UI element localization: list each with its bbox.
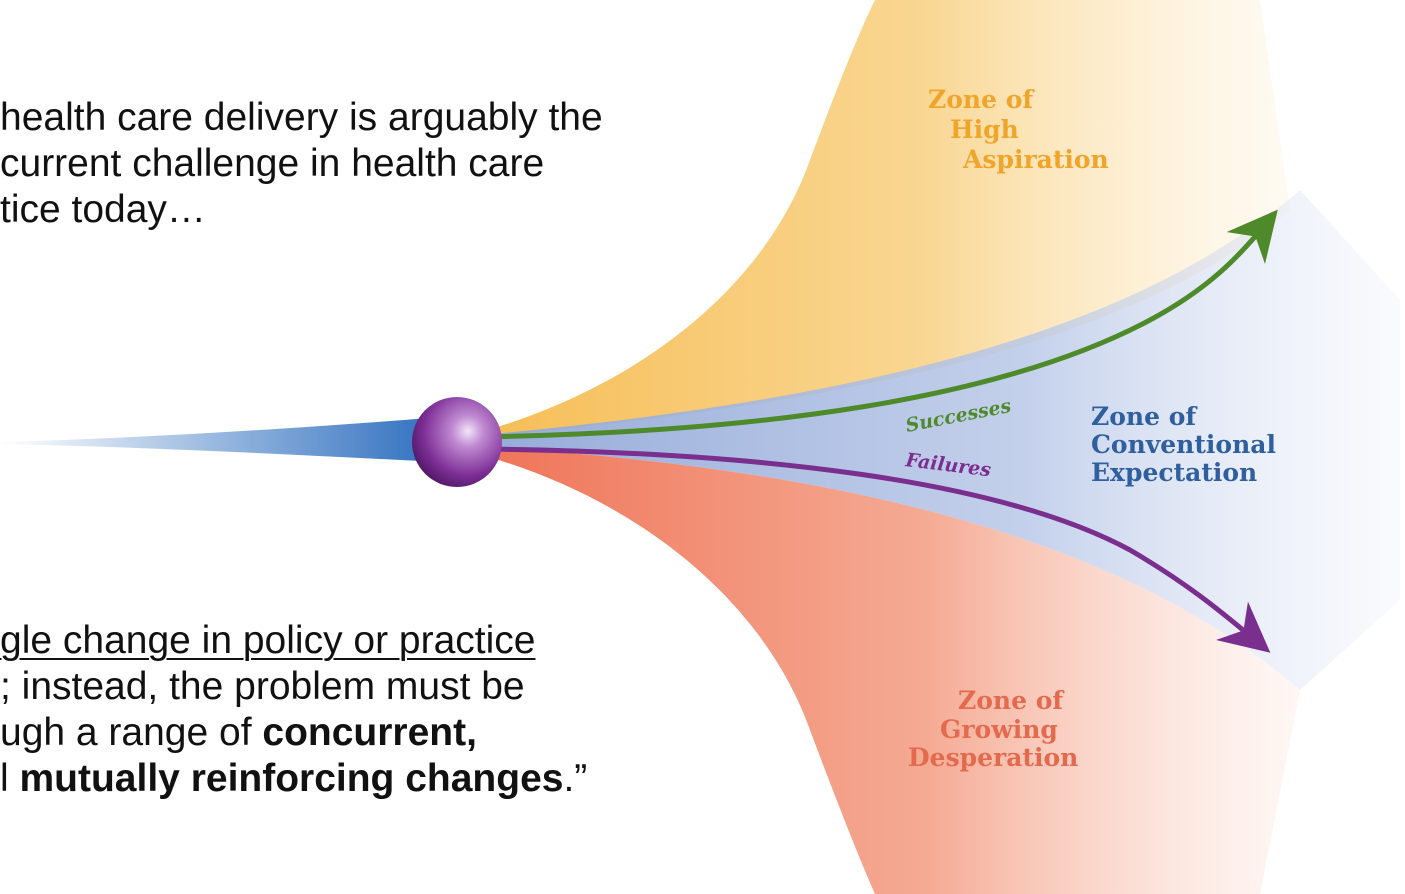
quote-top-line: tice today… [0,188,206,231]
quote-bottom-line: gle change in policy or practice [0,618,587,664]
incoming-stem [0,418,440,462]
quote-text: ugh a range of [0,711,263,754]
failures-arrow [479,446,1271,653]
quote-bottom-line: ugh a range of concurrent, [0,710,587,756]
starting-point-sphere [412,397,502,487]
quote-bottom-line: l mutually reinforcing changes.” [0,756,587,802]
zone-high-label: Zone of High Aspiration [928,85,1109,174]
zone-desperation-label: Zone of Growing Desperation [908,686,1078,772]
zone-conventional-label: Zone of Conventional Expectation [1091,402,1285,487]
quote-bottom-paragraph: gle change in policy or practice ; inste… [0,618,587,802]
quote-text: l [0,757,20,800]
quote-text: .” [563,757,588,800]
quote-top-paragraph: health care delivery is arguably the cur… [0,95,603,233]
zone-growing-desperation-fan [470,446,1300,894]
successes-arrow [479,209,1278,440]
underlined-phrase: gle change in policy or practice [0,619,536,662]
bold-phrase: concurrent, [262,711,477,754]
zone-high-aspiration-fan [470,0,1290,438]
bold-phrase: mutually reinforcing changes [19,757,564,800]
quote-bottom-line: ; instead, the problem must be [0,665,525,708]
zone-conventional-expectation-fan [470,190,1400,690]
quote-top-line: current challenge in health care [0,142,545,185]
quote-top-line: health care delivery is arguably the [0,96,603,139]
